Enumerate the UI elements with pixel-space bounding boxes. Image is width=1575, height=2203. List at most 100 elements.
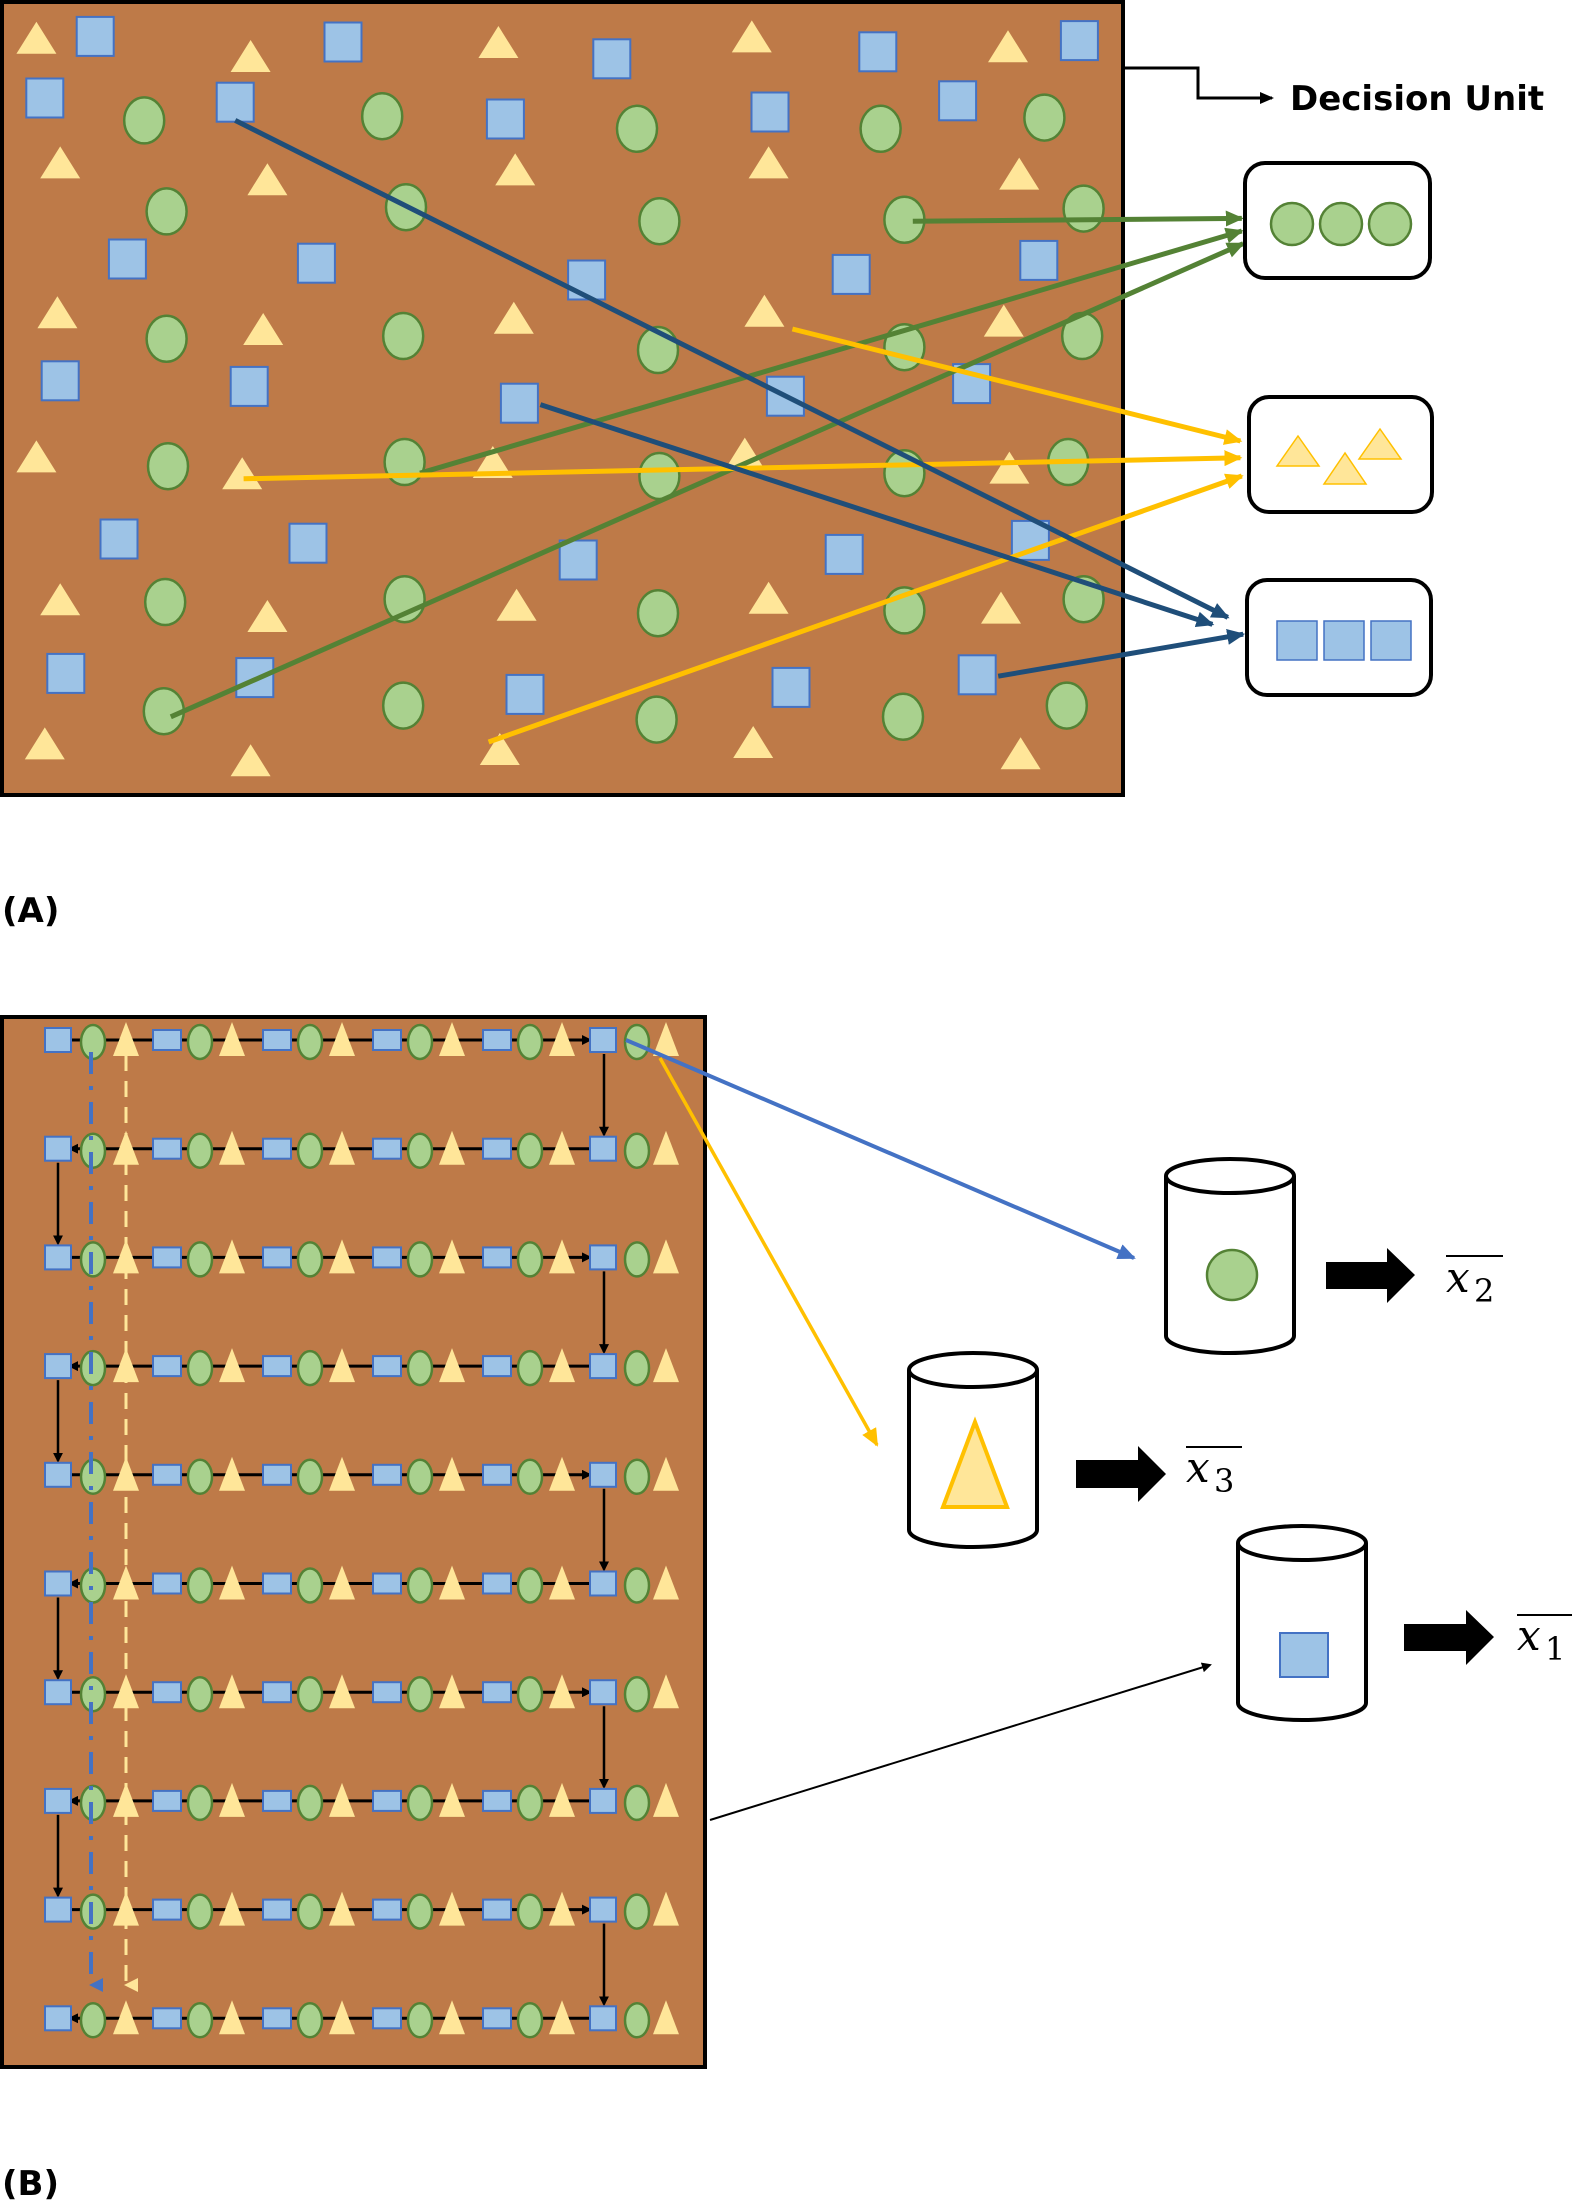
square-shape <box>288 522 328 564</box>
circle-shape <box>406 1023 434 1061</box>
triangle-shape <box>219 1022 245 1056</box>
square-shape <box>372 1355 402 1378</box>
square-shape <box>44 1353 72 1380</box>
square-shape <box>152 1789 182 1812</box>
triangle-icon <box>1275 434 1321 467</box>
circle-icon <box>1205 1248 1259 1302</box>
triangle-shape <box>549 1565 575 1600</box>
triangle-shape <box>219 1674 245 1709</box>
connector-arrow <box>419 227 1244 476</box>
square-shape <box>25 77 65 119</box>
circle-shape <box>623 1567 651 1604</box>
square-shape <box>107 238 147 280</box>
triangle-shape <box>329 1674 355 1709</box>
decision-unit-label: Decision Unit <box>1290 79 1544 119</box>
triangle-shape <box>439 1130 465 1165</box>
circle-shape <box>143 577 187 627</box>
square-shape <box>372 1029 402 1051</box>
circle-shape <box>186 1241 214 1278</box>
square-shape <box>152 1355 182 1378</box>
triangle-shape <box>219 1782 245 1817</box>
triangle-shape <box>981 591 1021 624</box>
square-shape <box>589 1679 617 1706</box>
circle-shape <box>186 1023 214 1061</box>
triangle-shape <box>478 26 519 58</box>
square-shape <box>589 1353 617 1380</box>
field-b <box>0 1015 707 2069</box>
circle-shape <box>636 588 680 638</box>
triangle-shape <box>549 1239 575 1274</box>
square-shape <box>372 1246 402 1269</box>
triangle-shape <box>113 1348 139 1383</box>
circle-shape <box>186 1567 214 1604</box>
square-shape <box>152 1463 182 1486</box>
triangle-shape <box>653 1022 679 1056</box>
square-shape <box>750 91 790 133</box>
circle-shape <box>381 681 425 730</box>
svg-text:x: x <box>1446 1253 1470 1302</box>
square-shape <box>589 1135 617 1162</box>
triangle-shape <box>329 1348 355 1383</box>
square-shape <box>99 518 139 560</box>
square-shape <box>482 1898 512 1921</box>
triangle-shape <box>549 1130 575 1165</box>
square-shape <box>262 2007 292 2030</box>
triangle-shape <box>989 451 1030 484</box>
triangle-icon <box>1357 427 1403 460</box>
circle-shape <box>406 2002 434 2039</box>
square-shape <box>44 1461 72 1488</box>
field-a <box>0 0 1125 797</box>
square-shape <box>44 1135 72 1162</box>
square-shape <box>75 15 115 57</box>
triangle-shape <box>653 1456 679 1491</box>
triangle-shape <box>439 1456 465 1491</box>
circle-shape <box>406 1458 434 1496</box>
triangle-shape <box>439 1239 465 1274</box>
circle-shape <box>145 187 188 236</box>
square-shape <box>372 1463 402 1486</box>
output-arrow <box>1326 1248 1415 1303</box>
triangle-shape <box>113 2000 139 2035</box>
svg-text:x: x <box>1186 1443 1210 1492</box>
circle-shape <box>623 1675 651 1713</box>
square-shape <box>152 1029 182 1051</box>
triangle-shape <box>988 30 1028 63</box>
column-traces <box>89 1052 138 1992</box>
circle-shape <box>623 1132 651 1169</box>
square-shape <box>152 1681 182 1704</box>
square-shape <box>262 1789 292 1812</box>
triangle-shape <box>439 1565 465 1600</box>
triangle-shape <box>733 726 774 758</box>
circle-shape <box>623 1241 651 1278</box>
triangle-shape <box>329 1891 355 1926</box>
square-shape <box>589 1461 617 1488</box>
square-shape <box>482 1029 512 1051</box>
square-shape <box>485 98 525 140</box>
triangle-shape <box>983 304 1024 337</box>
square-shape <box>499 382 539 424</box>
triangle-shape <box>653 1891 679 1926</box>
triangle-shape <box>37 296 78 329</box>
triangle-shape <box>219 1456 245 1491</box>
circle-shape <box>296 2002 324 2039</box>
triangle-shape <box>219 1239 245 1274</box>
connector-arrow <box>169 241 1246 720</box>
panel-b-label: (B) <box>2 2164 59 2203</box>
square-shape <box>40 360 80 402</box>
triangle-shape <box>16 21 57 54</box>
triangle-shape <box>549 1891 575 1926</box>
triangle-shape <box>999 157 1040 190</box>
panel-b: x 2 x 3 x 1 (B) <box>0 1015 1572 2203</box>
circle-shape <box>296 1132 324 1169</box>
square-shape <box>372 1681 402 1704</box>
square-extraction-arrow <box>709 1662 1212 1821</box>
triangle-shape <box>439 1348 465 1383</box>
panel-a: Decision Unit (A) <box>0 0 1544 931</box>
field-b-shapes <box>44 1022 679 2039</box>
square-shape <box>771 666 811 708</box>
square-shape <box>296 242 336 284</box>
triangle-shape <box>329 1022 355 1056</box>
triangle-shape <box>495 153 536 186</box>
circle-shape <box>623 1349 651 1387</box>
